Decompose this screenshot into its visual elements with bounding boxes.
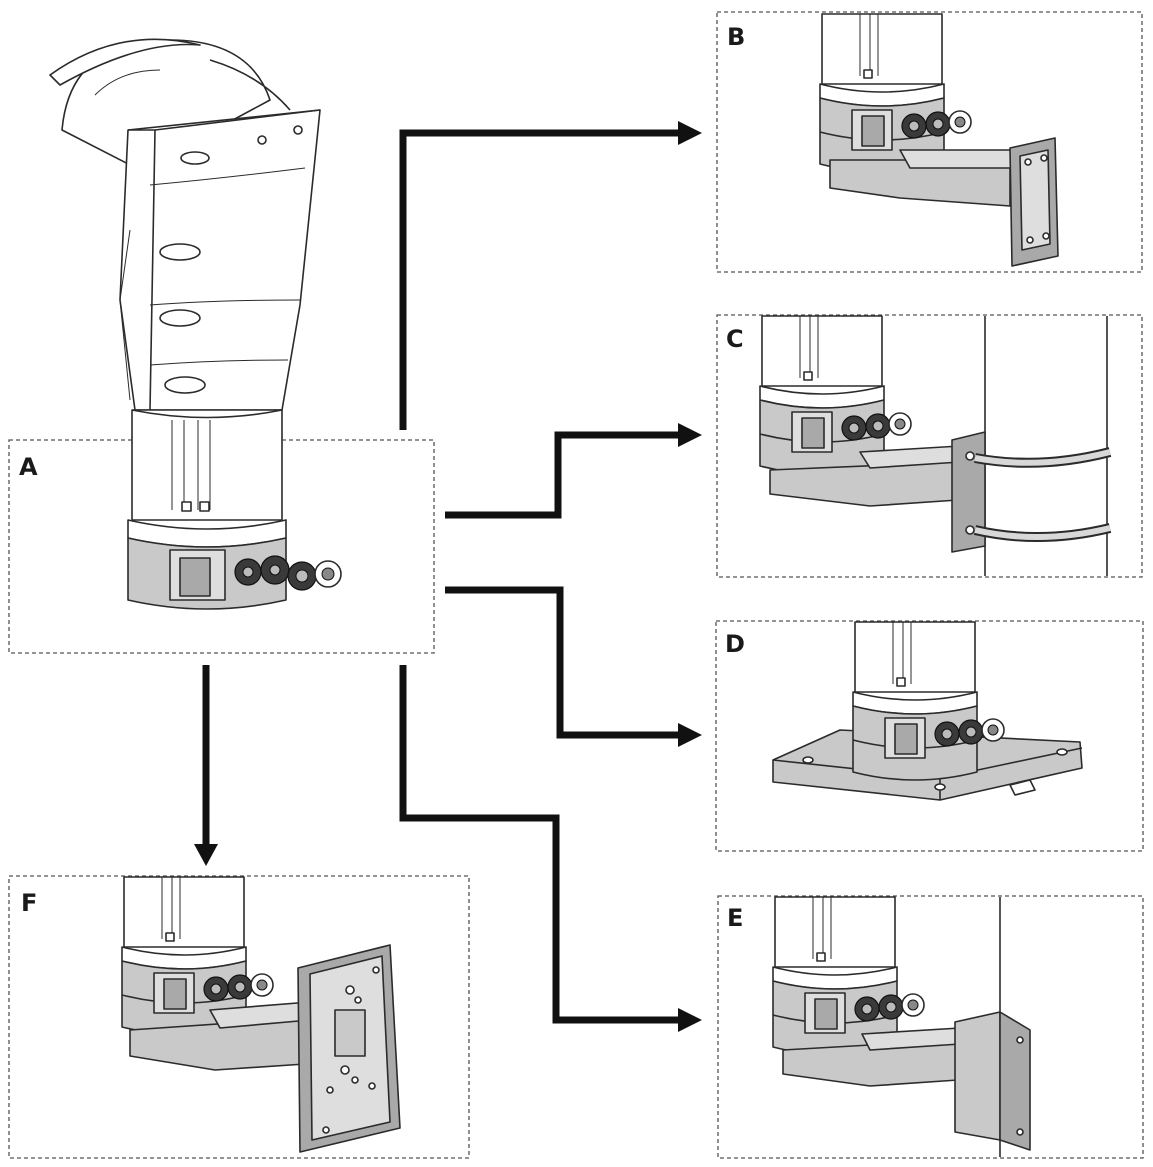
wall-bracket-large-plate-icon <box>121 876 401 1153</box>
panel-d-label: D <box>725 630 745 658</box>
panel-a <box>8 38 435 654</box>
arrow-a-to-d <box>445 586 702 747</box>
panel-d-frame <box>715 620 1144 852</box>
panel-a-label: A <box>19 453 38 481</box>
panel-c <box>716 314 1143 578</box>
corner-mount-bracket-icon <box>772 896 1031 1157</box>
panel-f <box>8 875 470 1159</box>
camera-housing-icon <box>49 38 342 610</box>
panel-b-label: B <box>727 23 746 51</box>
panel-e-frame <box>717 895 1144 1159</box>
pole-mount-bracket-icon <box>759 315 1112 576</box>
panel-e <box>717 895 1144 1159</box>
panel-b-frame <box>716 11 1143 273</box>
arrow-a-to-e <box>399 665 702 1032</box>
panel-c-label: C <box>726 325 744 353</box>
panel-c-frame <box>716 314 1143 578</box>
arrow-a-to-f <box>194 665 218 866</box>
arrow-a-to-c <box>445 423 702 519</box>
wall-bracket-icon <box>819 13 1059 267</box>
panel-f-label: F <box>21 889 38 917</box>
parapet-mount-plate-icon <box>772 621 1083 801</box>
panel-e-label: E <box>727 904 744 932</box>
panel-b <box>716 11 1143 273</box>
arrow-a-to-b <box>399 121 702 430</box>
panel-d <box>715 620 1144 852</box>
